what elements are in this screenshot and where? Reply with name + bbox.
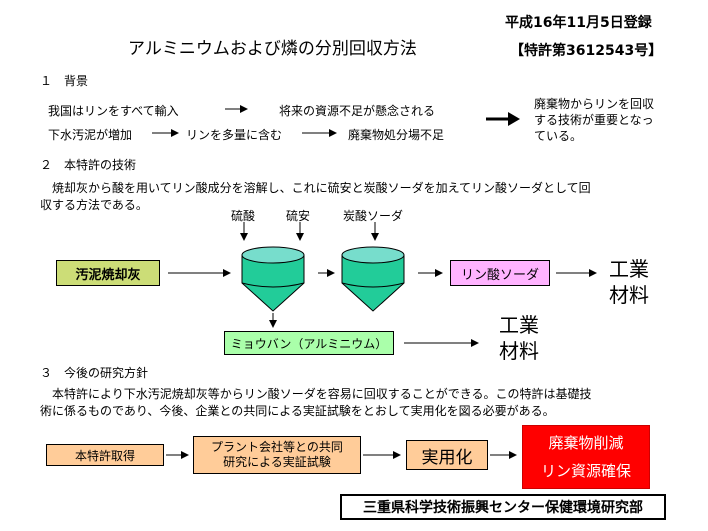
goal-box: 廃棄物削減 リン資源確保 bbox=[522, 425, 650, 489]
product-line: 材料 bbox=[499, 339, 539, 363]
description-line: 収する方法である。 bbox=[40, 198, 148, 212]
page-title: アルミニウムおよび燐の分別回収方法 bbox=[128, 39, 417, 59]
reagent-soda-ash: 炭酸ソーダ bbox=[343, 209, 404, 223]
reagent-sulfuric-acid: 硫酸 bbox=[231, 209, 256, 223]
step-practical-use: 実用化 bbox=[406, 440, 488, 470]
section3-heading: ３ 今後の研究方針 bbox=[40, 366, 149, 380]
background-landfill: 廃棄物処分場不足 bbox=[348, 128, 445, 142]
conclusion-line: 廃棄物からリンを回収 bbox=[534, 97, 655, 111]
goal-phosphorus-security: リン資源確保 bbox=[540, 462, 631, 480]
output-sodium-phosphate-box: リン酸ソーダ bbox=[450, 260, 550, 286]
background-shortage: 将来の資源不足が懸念される bbox=[279, 104, 436, 118]
precipitation-tank bbox=[341, 246, 405, 312]
conclusion-line: する技術が重要となっ bbox=[534, 113, 654, 127]
product-line: 材料 bbox=[609, 283, 649, 307]
byproduct-alum-box: ミョウバン（アルミニウム） bbox=[224, 331, 394, 355]
step-patent-acquired: 本特許取得 bbox=[46, 444, 164, 466]
product-line: 工業 bbox=[499, 313, 539, 337]
description-line: 術に係るものであり、今後、企業との共同による実証試験をとおして実用化を図る必要が… bbox=[40, 404, 555, 418]
big-arrow-to-conclusion bbox=[486, 112, 520, 126]
background-conclusion: 廃棄物からリンを回収 する技術が重要となっ ている。 bbox=[534, 96, 654, 144]
description-line: 本特許により下水汚泥焼却灰等からリン酸ソーダを容易に回収することができる。この特… bbox=[40, 387, 592, 401]
reagent-ammonium-sulfate: 硫安 bbox=[286, 209, 311, 223]
step-joint-research: プラント会社等との共同 研究による実証試験 bbox=[193, 436, 361, 474]
section1-heading: １ 背景 bbox=[40, 74, 89, 88]
description-line: 焼却灰から酸を用いてリン酸成分を溶解し、これに硫安と炭酸ソーダを加えてリン酸ソー… bbox=[40, 181, 591, 195]
product-line: 工業 bbox=[609, 257, 649, 281]
conclusion-line: ている。 bbox=[534, 129, 583, 143]
section2-heading: ２ 本特許の技術 bbox=[40, 158, 137, 172]
background-sludge: 下水汚泥が増加 bbox=[48, 128, 133, 142]
goal-waste-reduction: 廃棄物削減 bbox=[548, 434, 624, 452]
patent-number: 【特許第3612543号】 bbox=[510, 43, 663, 59]
organization-footer: 三重県科学技術振興センター保健環境研究部 bbox=[340, 494, 666, 520]
registration-date: 平成16年11月5日登録 bbox=[505, 15, 652, 31]
dissolution-tank bbox=[241, 246, 305, 312]
background-import: 我国はリンをすべて輸入 bbox=[48, 104, 179, 118]
future-description: 本特許により下水汚泥焼却灰等からリン酸ソーダを容易に回収することができる。この特… bbox=[40, 386, 592, 420]
step-line: プラント会社等との共同 bbox=[211, 440, 343, 454]
product-industrial-material-2: 工業 材料 bbox=[499, 312, 539, 364]
step-line: 研究による実証試験 bbox=[223, 455, 331, 469]
background-phosphorus: リンを多量に含む bbox=[186, 128, 283, 142]
technology-description: 焼却灰から酸を用いてリン酸成分を溶解し、これに硫安と炭酸ソーダを加えてリン酸ソー… bbox=[40, 180, 591, 214]
input-sludge-ash-box: 汚泥焼却灰 bbox=[56, 260, 160, 286]
product-industrial-material-1: 工業 材料 bbox=[609, 256, 649, 308]
